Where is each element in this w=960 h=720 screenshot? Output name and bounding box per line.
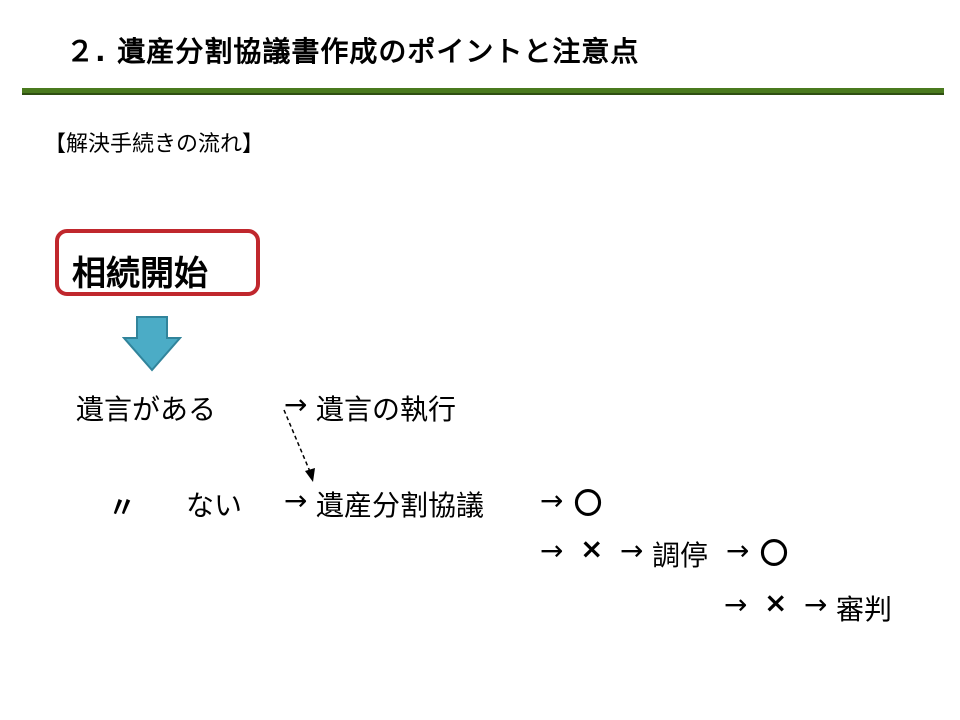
flow-row2-arrow2: → [540, 484, 564, 517]
start-label: 相続開始 [72, 254, 208, 294]
flow-row3-arrow3: → [726, 534, 750, 567]
flow-row4-fail: × [764, 586, 788, 619]
flow-row2-outcome: 〇 [574, 487, 603, 520]
flow-row2-ditto: 〃 [108, 491, 137, 524]
flow-row3-result: 調停 [652, 539, 709, 572]
flow-row1-arrow: → [284, 388, 308, 421]
section-heading: 【解決手続きの流れ】 [44, 132, 265, 157]
flow-row1-label: 遺言がある [76, 393, 217, 426]
dashed-arrow-icon [283, 409, 315, 482]
flow-row1-result: 遺言の執行 [316, 393, 457, 426]
flow-row4-result: 審判 [836, 593, 893, 626]
flow-row2-label: ない [186, 489, 243, 522]
flow-row3-arrow: → [540, 534, 564, 567]
flow-row2-result: 遺産分割協議 [316, 489, 485, 522]
flow-row3-fail: × [580, 532, 604, 565]
page-title: ２. 遺産分割協議書作成のポイントと注意点 [66, 35, 640, 68]
down-arrow-icon [122, 316, 182, 372]
flow-row3-outcome: 〇 [760, 537, 789, 570]
title-rule-shadow [22, 93, 944, 95]
flow-row4-arrow: → [724, 588, 748, 621]
flow-row2-arrow: → [284, 484, 308, 517]
start-box [55, 229, 260, 296]
flow-row3-arrow2: → [620, 534, 644, 567]
title-rule [22, 88, 944, 93]
flow-row4-arrow2: → [804, 588, 828, 621]
